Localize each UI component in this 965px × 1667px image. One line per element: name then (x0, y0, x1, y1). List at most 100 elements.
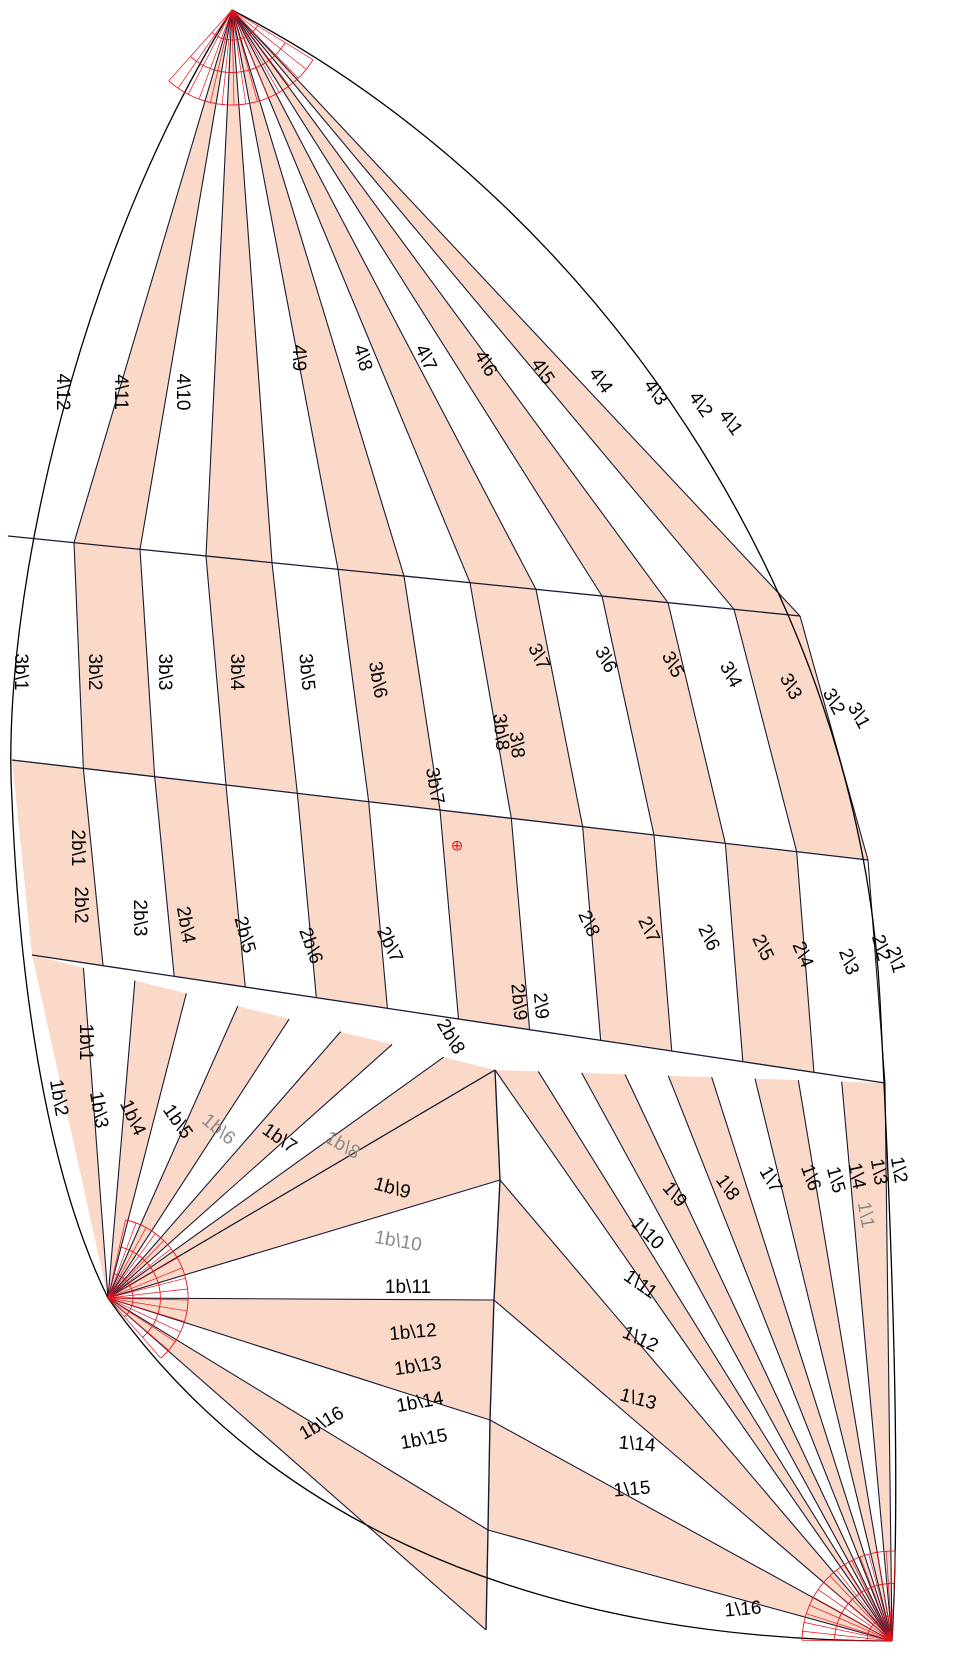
panel-label-4-12: 4\12 (52, 374, 73, 411)
seam-tier-4 (139, 9, 233, 550)
panel-tier-3 (602, 596, 726, 844)
seam-tier-3 (667, 602, 726, 844)
seam-tier-4 (205, 9, 233, 557)
panel-label-2b-8: 2b\8 (432, 1015, 469, 1058)
panel-tier-2 (725, 843, 814, 1073)
centre-vertical-seam (485, 1529, 489, 1631)
panel-label-2-9: 2\9 (529, 992, 552, 1020)
seam-tier-4 (231, 9, 603, 597)
seam-tier-1 (537, 1071, 893, 1642)
panel-tier-1b (32, 955, 108, 1298)
center-of-effort-mark: ⊕ (451, 837, 464, 855)
seam-tier-2 (724, 843, 744, 1062)
seam-tier-2 (82, 768, 104, 966)
panel-label-1-14: 1\14 (618, 1432, 657, 1456)
seam-tier-1b (107, 1179, 501, 1299)
seam-tier-1 (754, 1078, 893, 1642)
seam-tier-1 (797, 1080, 893, 1642)
seam-tier-1 (581, 1072, 893, 1642)
panel-tier-1b (108, 1057, 495, 1298)
seam-tier-4 (231, 9, 669, 603)
panel-label-4-3: 4\3 (639, 376, 671, 410)
panel-label-4-11: 4\11 (110, 374, 131, 410)
panel-tier-3 (734, 609, 868, 860)
panel-tier-3 (470, 582, 583, 827)
cross-seam-4-3b (7, 535, 801, 617)
panel-tier-1b (108, 1031, 393, 1298)
seam-tier-1 (667, 1075, 893, 1642)
seam-tier-2 (796, 851, 815, 1073)
panel-label-3-4: 3\4 (715, 658, 746, 692)
seam-tier-3 (733, 609, 798, 852)
sail-outline (10, 9, 897, 1642)
panel-tier-3 (74, 542, 155, 777)
seam-tier-3 (73, 542, 84, 769)
panel-label-2b-1: 2b\1 (67, 830, 88, 867)
panel-label-4-10: 4\10 (172, 374, 193, 411)
panel-label-3b-4: 3b\4 (226, 654, 247, 691)
seam-tier-3 (403, 575, 441, 811)
panel-label-3b-3: 3b\3 (154, 654, 175, 691)
panel-label-2-3: 2\3 (834, 946, 863, 978)
seam-tier-1b (107, 1297, 491, 1421)
foot-edge (107, 1297, 893, 1642)
panel-label-1-2: 1\2 (886, 1155, 911, 1185)
seam-tier-1 (487, 1529, 893, 1642)
panel-tier-4 (206, 10, 272, 563)
seam-tier-3 (799, 615, 869, 861)
panel-label-1-3: 1\3 (866, 1157, 891, 1187)
seam-tier-4 (231, 9, 405, 577)
seam-tier-1b (107, 1069, 496, 1299)
seam-tier-4 (231, 9, 273, 563)
panel-label-2-6: 2\6 (693, 921, 723, 954)
seam-tier-3 (139, 549, 156, 777)
panel-tier-2 (297, 793, 388, 1009)
clew-corner (801, 1550, 896, 1642)
cross-seam-3b-2b (11, 759, 869, 861)
seam-tier-1 (884, 1082, 893, 1642)
corner-reinforcement-marks (107, 9, 896, 1642)
seam-tier-2 (582, 826, 602, 1041)
seam-tier-3 (271, 562, 298, 794)
panel-tier-2 (12, 760, 104, 966)
sail-panels (12, 10, 892, 1641)
seam-tier-4 (231, 9, 735, 610)
panel-label-4-9: 4\9 (288, 345, 309, 371)
seam-tier-3 (601, 595, 655, 836)
seam-tier-4 (231, 9, 537, 590)
seam-tier-1 (489, 1419, 893, 1642)
panel-label-1-15: 1\15 (613, 1477, 652, 1501)
panel-label-2b-9: 2b\9 (506, 983, 530, 1022)
seam-tier-2 (510, 818, 531, 1030)
seam-tier-2 (653, 834, 673, 1052)
seam-tier-1 (494, 1069, 893, 1642)
panel-label-1-16: 1\16 (724, 1597, 763, 1621)
seam-tier-2 (368, 801, 388, 1009)
tack-corner (107, 1219, 189, 1359)
panel-tier-1b (108, 980, 187, 1298)
seam-tier-3 (469, 582, 512, 819)
panel-tier-1b (108, 1006, 290, 1298)
panel-label-1-1: 1\1 (853, 1200, 878, 1230)
panel-label-2b-3: 2b\3 (129, 900, 150, 937)
seam-tier-1b (107, 1297, 495, 1301)
seam-tier-1b (107, 1056, 444, 1299)
centre-vertical-seam (494, 1069, 501, 1181)
leech-edge (231, 9, 897, 1642)
panel-label-3-8: 3\8 (505, 731, 528, 759)
panel-label-4-1: 4\1 (714, 406, 746, 440)
seam-tier-1 (841, 1081, 893, 1642)
centre-vertical-seam (493, 1179, 501, 1301)
seam-tier-3 (337, 569, 370, 802)
centre-vertical-seam (487, 1419, 491, 1531)
seam-tier-1 (711, 1077, 893, 1642)
panel-label-2-1: 2\1 (882, 944, 909, 975)
panel-tier-1 (494, 1180, 892, 1641)
seam-tier-2 (225, 784, 246, 988)
seam-tier-1 (499, 1179, 893, 1642)
seam-tier-1b (107, 1005, 239, 1299)
seam-tier-3 (535, 589, 584, 827)
panel-label-1b-1: 1b\1 (75, 1024, 96, 1061)
luff-edge (10, 9, 233, 1299)
